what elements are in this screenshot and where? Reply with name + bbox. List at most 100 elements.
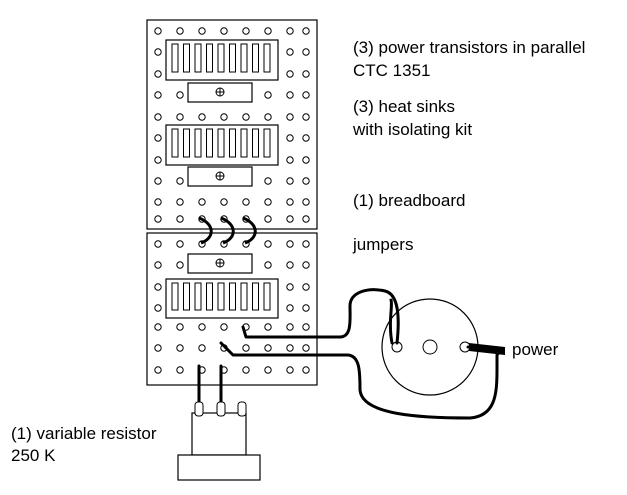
- breadboard-hole: [302, 323, 310, 331]
- breadboard-hole: [176, 177, 184, 185]
- breadboard-hole: [302, 344, 310, 352]
- breadboard-hole: [198, 198, 206, 206]
- breadboard-hole: [302, 134, 310, 142]
- breadboard-hole: [198, 323, 206, 331]
- breadboard-hole: [220, 323, 228, 331]
- transistor-2: [187, 166, 253, 187]
- breadboard-hole: [154, 240, 162, 248]
- heat-sink-fin: [263, 128, 271, 158]
- breadboard-hole: [220, 113, 228, 121]
- breadboard-hole: [176, 91, 184, 99]
- transistors-label: (3) power transistors in parallel: [353, 38, 586, 57]
- breadboard-hole: [286, 283, 294, 291]
- breadboard-hole: [154, 344, 162, 352]
- breadboard-hole: [264, 113, 272, 121]
- heat-sink-fin: [229, 43, 236, 73]
- breadboard-hole: [154, 215, 162, 223]
- breadboard-label: (1) breadboard: [353, 191, 466, 210]
- breadboard-hole: [176, 240, 184, 248]
- heat-sink-fin: [183, 43, 190, 73]
- breadboard-hole: [302, 261, 310, 269]
- heat-sink-fin: [183, 128, 190, 158]
- breadboard-hole: [242, 113, 250, 121]
- breadboard-hole: [286, 366, 294, 374]
- heat-sink-fin: [217, 43, 225, 73]
- breadboard-hole: [154, 27, 162, 35]
- breadboard-hole: [302, 156, 310, 164]
- breadboard-hole: [176, 27, 184, 35]
- breadboard-hole: [154, 134, 162, 142]
- breadboard-hole: [302, 113, 310, 121]
- breadboard-hole: [286, 70, 294, 78]
- heat-sink-fin: [217, 128, 225, 158]
- breadboard-hole: [302, 177, 310, 185]
- breadboard-hole: [154, 91, 162, 99]
- breadboard-hole: [176, 366, 184, 374]
- breadboard-hole: [176, 261, 184, 269]
- breadboard-hole: [176, 113, 184, 121]
- breadboard-hole: [242, 27, 250, 35]
- breadboard-hole: [286, 177, 294, 185]
- breadboard-hole: [264, 366, 272, 374]
- breadboard-hole: [198, 27, 206, 35]
- heat-sink-fin: [183, 282, 190, 311]
- breadboard-hole: [176, 215, 184, 223]
- breadboard-hole: [264, 344, 272, 352]
- breadboard-hole: [242, 366, 250, 374]
- breadboard-hole: [264, 240, 272, 248]
- breadboard-hole: [286, 240, 294, 248]
- wiring: [197, 288, 505, 420]
- heat-sink-fin: [171, 282, 179, 311]
- resistor-value-label: 250 K: [11, 446, 56, 465]
- breadboard-hole: [154, 70, 162, 78]
- breadboard-hole: [302, 91, 310, 99]
- breadboard-hole: [302, 283, 310, 291]
- jumper-wires: [198, 216, 257, 245]
- heat-sink-fin: [206, 43, 213, 73]
- wire-to-motor-right: [219, 341, 502, 420]
- breadboard-hole: [286, 134, 294, 142]
- breadboard-hole: [286, 323, 294, 331]
- heat-sink-fin: [194, 128, 202, 158]
- heat-sink-fin: [240, 282, 248, 311]
- heat-sink-fin: [252, 128, 259, 158]
- breadboard-hole: [154, 113, 162, 121]
- breadboard-hole: [176, 198, 184, 206]
- breadboard-hole: [154, 198, 162, 206]
- heat-sink-fin: [252, 282, 259, 311]
- breadboard-hole: [302, 304, 310, 312]
- breadboard-hole: [286, 27, 294, 35]
- heat-sink-fin: [263, 282, 271, 311]
- transistor-1: [187, 82, 253, 103]
- heat-sink-fin: [240, 128, 248, 158]
- breadboard-hole: [242, 198, 250, 206]
- breadboard-hole: [302, 366, 310, 374]
- breadboard-hole: [264, 91, 272, 99]
- breadboard-hole: [264, 323, 272, 331]
- breadboard-hole: [302, 198, 310, 206]
- transistor-3: [187, 253, 253, 274]
- heat-sink-fin: [206, 128, 213, 158]
- power-label: power: [512, 340, 559, 359]
- breadboard-hole: [198, 113, 206, 121]
- breadboard-hole: [154, 323, 162, 331]
- variable-resistor: [177, 401, 261, 481]
- breadboard-hole: [264, 198, 272, 206]
- breadboard-hole: [302, 27, 310, 35]
- breadboard-hole: [264, 261, 272, 269]
- transistor-model-label: CTC 1351: [353, 61, 431, 80]
- breadboard-hole: [302, 48, 310, 56]
- heat-sink-fin: [240, 43, 248, 73]
- heat-sink-fin: [194, 282, 202, 311]
- breadboard-hole: [176, 344, 184, 352]
- breadboard-hole: [154, 261, 162, 269]
- resistor-label: (1) variable resistor: [11, 424, 157, 443]
- breadboard-hole: [220, 27, 228, 35]
- heat-sink-fin: [171, 128, 179, 158]
- breadboard-hole: [176, 323, 184, 331]
- motor-shaft: [422, 339, 438, 355]
- breadboard-hole: [302, 240, 310, 248]
- heat-sink-fin: [229, 128, 236, 158]
- breadboard-hole: [286, 215, 294, 223]
